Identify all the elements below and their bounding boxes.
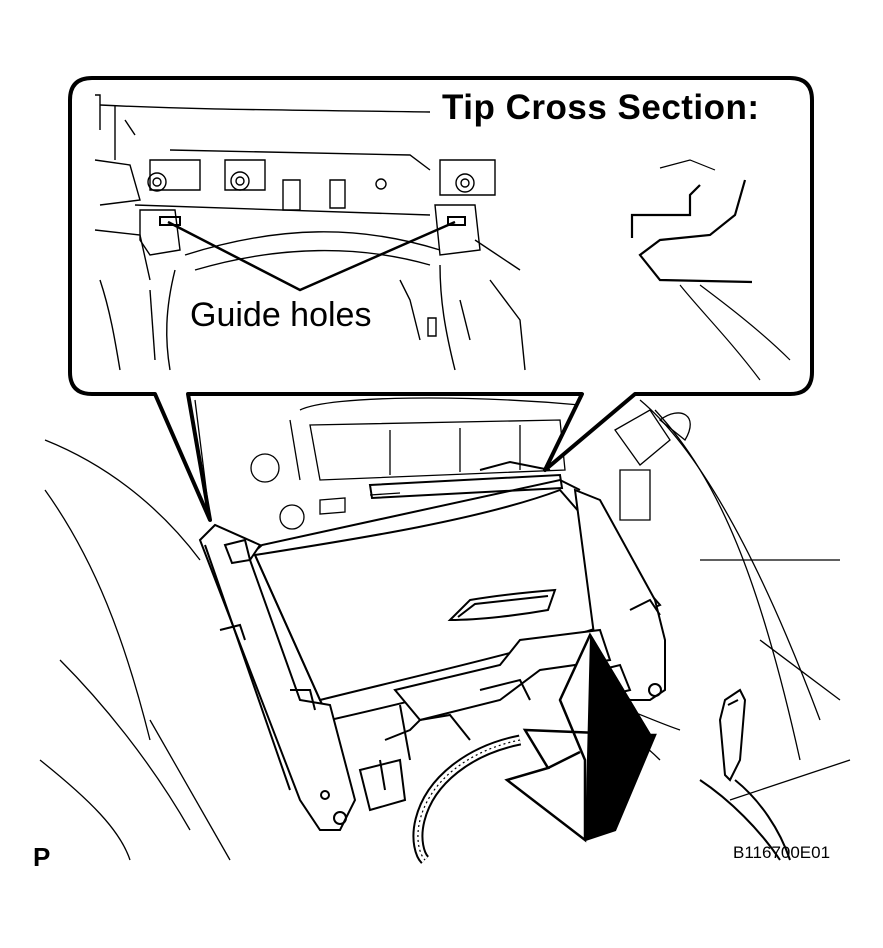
guide-hole-leaders	[168, 222, 455, 290]
console-background	[40, 398, 850, 860]
callout-title: Tip Cross Section:	[442, 88, 760, 127]
shift-lever	[700, 690, 790, 860]
view-letter: P	[33, 842, 51, 872]
lower-mount	[360, 630, 610, 810]
figure-id: B116700E01	[733, 843, 831, 862]
guide-holes-label: Guide holes	[190, 296, 372, 334]
insertion-arrow	[507, 635, 655, 840]
tip-cross-section-sketch	[632, 160, 790, 380]
left-bracket	[200, 525, 355, 830]
